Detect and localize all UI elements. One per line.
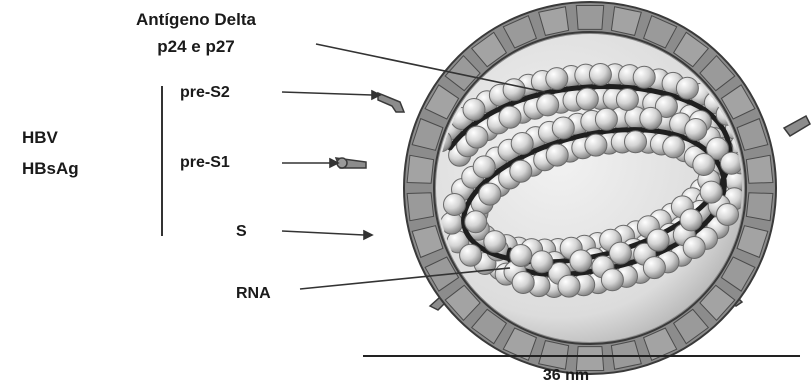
- delta-antigen-bead: [558, 275, 580, 297]
- delta-antigen-bead: [700, 181, 722, 203]
- delta-antigen-bead: [643, 257, 665, 279]
- envelope-tile: [407, 193, 434, 221]
- delta-antigen-bead: [546, 68, 568, 90]
- delta-antigen-bead: [503, 79, 525, 101]
- pointer-s: [282, 231, 364, 235]
- delta-antigen-bead: [465, 211, 487, 233]
- delta-antigen-bead: [683, 237, 705, 259]
- delta-antigen-bead: [552, 117, 574, 139]
- delta-antigen-bead: [601, 269, 623, 291]
- delta-antigen-bead: [717, 204, 739, 226]
- delta-antigen-bead: [576, 88, 598, 110]
- delta-antigen-bead: [633, 66, 655, 88]
- label-pre-s2: pre-S2: [180, 84, 230, 101]
- delta-antigen-bead: [640, 107, 662, 129]
- delta-antigen-bead: [510, 245, 532, 267]
- label-scale: 36 nm: [543, 367, 589, 382]
- delta-antigen-bead: [537, 94, 559, 116]
- delta-antigen-bead: [444, 194, 466, 216]
- delta-antigen-bead: [466, 126, 488, 148]
- label-delta-antigen-line1: Antígeno Delta: [136, 10, 256, 29]
- delta-antigen-bead: [473, 156, 495, 178]
- delta-antigen-bead: [499, 106, 521, 128]
- delta-antigen-bead: [685, 119, 707, 141]
- delta-antigen-bead: [693, 154, 715, 176]
- envelope-tile: [746, 193, 773, 221]
- pointer-pre-s2: [282, 92, 372, 95]
- delta-antigen-bead: [479, 183, 501, 205]
- delta-antigen-bead: [616, 89, 638, 111]
- delta-antigen-bead: [625, 131, 647, 153]
- delta-antigen-bead: [512, 272, 534, 294]
- delta-antigen-bead: [647, 229, 669, 251]
- delta-antigen-bead: [463, 99, 485, 121]
- delta-antigen-bead: [546, 144, 568, 166]
- delta-antigen-bead: [511, 133, 533, 155]
- delta-antigen-bead: [680, 209, 702, 231]
- spike-right: [784, 116, 810, 136]
- delta-antigen-bead: [585, 134, 607, 156]
- delta-antigen-bead: [484, 231, 506, 253]
- envelope-tile: [576, 6, 603, 30]
- delta-antigen-bead: [595, 108, 617, 130]
- label-delta-antigen-line2: p24 e p27: [157, 37, 235, 56]
- label-hbsag: HBsAg: [22, 159, 79, 178]
- label-hbv: HBV: [22, 128, 59, 147]
- delta-antigen-bead: [531, 251, 553, 273]
- arrowhead-s: [364, 231, 372, 239]
- delta-antigen-bead: [609, 242, 631, 264]
- delta-antigen-bead: [460, 244, 482, 266]
- delta-antigen-bead: [676, 77, 698, 99]
- label-s: S: [236, 223, 247, 240]
- delta-antigen-bead: [570, 250, 592, 272]
- label-rna: RNA: [236, 285, 271, 302]
- label-pre-s1: pre-S1: [180, 154, 230, 171]
- envelope-tile: [746, 155, 773, 183]
- spike-pre-s2: [378, 93, 404, 112]
- delta-antigen-bead: [663, 136, 685, 158]
- delta-antigen-bead: [589, 64, 611, 86]
- envelope-tile: [407, 155, 434, 183]
- delta-antigen-bead: [510, 160, 532, 182]
